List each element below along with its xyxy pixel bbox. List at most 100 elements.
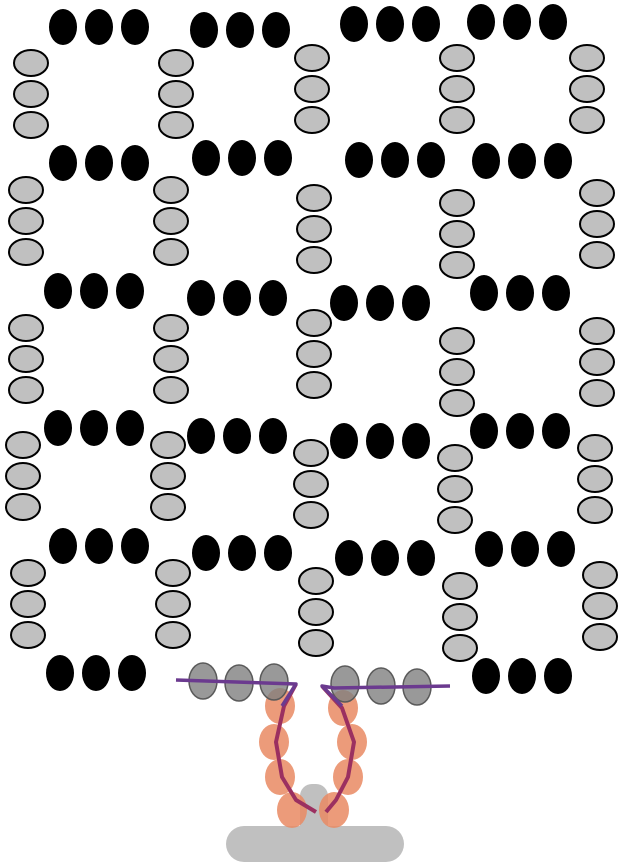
stalk-bead <box>319 792 349 828</box>
vertical-bead-group <box>294 440 328 528</box>
vertical-bead <box>580 180 614 206</box>
vertical-bead <box>580 242 614 268</box>
horizontal-bead-group <box>345 142 445 178</box>
horizontal-bead-group <box>49 9 149 45</box>
horizontal-bead <box>470 413 498 449</box>
vertical-bead <box>297 341 331 367</box>
vertical-bead <box>440 221 474 247</box>
vertical-bead <box>11 622 45 648</box>
vertical-bead <box>297 247 331 273</box>
horizontal-bead-group <box>467 4 567 40</box>
horizontal-bead-group <box>49 528 149 564</box>
vertical-bead <box>9 177 43 203</box>
vertical-bead <box>154 208 188 234</box>
horizontal-bead <box>264 140 292 176</box>
vertical-bead <box>9 315 43 341</box>
horizontal-bead <box>264 535 292 571</box>
vertical-bead <box>14 112 48 138</box>
horizontal-bead <box>475 531 503 567</box>
horizontal-bead <box>402 423 430 459</box>
vertical-bead <box>154 315 188 341</box>
vertical-bead-group <box>154 315 188 403</box>
horizontal-bead <box>190 12 218 48</box>
vertical-bead-group <box>11 560 45 648</box>
vertical-bead-group <box>9 177 43 265</box>
vertical-bead <box>570 45 604 71</box>
vertical-bead <box>156 591 190 617</box>
horizontal-bead-group <box>44 410 144 446</box>
horizontal-bead-group <box>192 535 292 571</box>
horizontal-bead <box>85 528 113 564</box>
vertical-bead-group <box>440 45 474 133</box>
horizontal-bead <box>44 410 72 446</box>
horizontal-bead-group <box>330 423 430 459</box>
horizontal-bead <box>366 423 394 459</box>
horizontal-bead <box>192 140 220 176</box>
horizontal-bead <box>376 6 404 42</box>
horizontal-bead-group <box>470 413 570 449</box>
horizontal-bead <box>49 9 77 45</box>
vertical-bead <box>6 463 40 489</box>
horizontal-bead <box>228 535 256 571</box>
vertical-bead <box>578 497 612 523</box>
vertical-bead <box>294 471 328 497</box>
vertical-bead <box>440 76 474 102</box>
vertical-bead <box>438 507 472 533</box>
horizontal-bead <box>381 142 409 178</box>
vertical-bead-group <box>159 50 193 138</box>
horizontal-bead <box>412 6 440 42</box>
vertical-bead <box>578 435 612 461</box>
vertical-bead-group <box>570 45 604 133</box>
horizontal-bead <box>542 275 570 311</box>
vertical-bead <box>295 45 329 71</box>
vertical-bead <box>443 604 477 630</box>
vertical-bead <box>14 81 48 107</box>
pore-bead <box>331 666 359 702</box>
horizontal-bead <box>192 535 220 571</box>
vertical-bead-group <box>9 315 43 403</box>
stalk-bead <box>277 792 307 828</box>
horizontal-bead <box>46 655 74 691</box>
vertical-bead <box>154 377 188 403</box>
vertical-bead-group <box>443 573 477 661</box>
vertical-bead <box>159 81 193 107</box>
horizontal-bead-group <box>340 6 440 42</box>
horizontal-bead <box>366 285 394 321</box>
horizontal-bead <box>402 285 430 321</box>
vertical-bead <box>294 502 328 528</box>
vertical-bead <box>580 211 614 237</box>
horizontal-bead <box>503 4 531 40</box>
horizontal-bead <box>259 418 287 454</box>
vertical-bead <box>570 107 604 133</box>
horizontal-bead <box>226 12 254 48</box>
horizontal-bead-group <box>472 658 572 694</box>
horizontal-bead-group <box>192 140 292 176</box>
horizontal-bead <box>49 145 77 181</box>
vertical-bead-group <box>156 560 190 648</box>
vertical-bead <box>578 466 612 492</box>
horizontal-bead-group <box>470 275 570 311</box>
horizontal-bead <box>118 655 146 691</box>
horizontal-bead <box>542 413 570 449</box>
vertical-bead <box>294 440 328 466</box>
vertical-bead <box>295 107 329 133</box>
horizontal-bead <box>467 4 495 40</box>
vertical-bead <box>14 50 48 76</box>
horizontal-bead <box>407 540 435 576</box>
vertical-bead <box>583 562 617 588</box>
horizontal-bead <box>511 531 539 567</box>
horizontal-bead <box>345 142 373 178</box>
horizontal-bead <box>544 143 572 179</box>
horizontal-bead <box>506 413 534 449</box>
vertical-bead <box>299 568 333 594</box>
vertical-bead <box>159 112 193 138</box>
horizontal-bead <box>330 285 358 321</box>
horizontal-bead <box>506 275 534 311</box>
horizontal-bead-group <box>187 280 287 316</box>
horizontal-bead <box>259 280 287 316</box>
vertical-bead <box>151 463 185 489</box>
vertical-bead <box>154 239 188 265</box>
horizontal-bead <box>417 142 445 178</box>
horizontal-bead <box>508 143 536 179</box>
horizontal-bead <box>472 658 500 694</box>
